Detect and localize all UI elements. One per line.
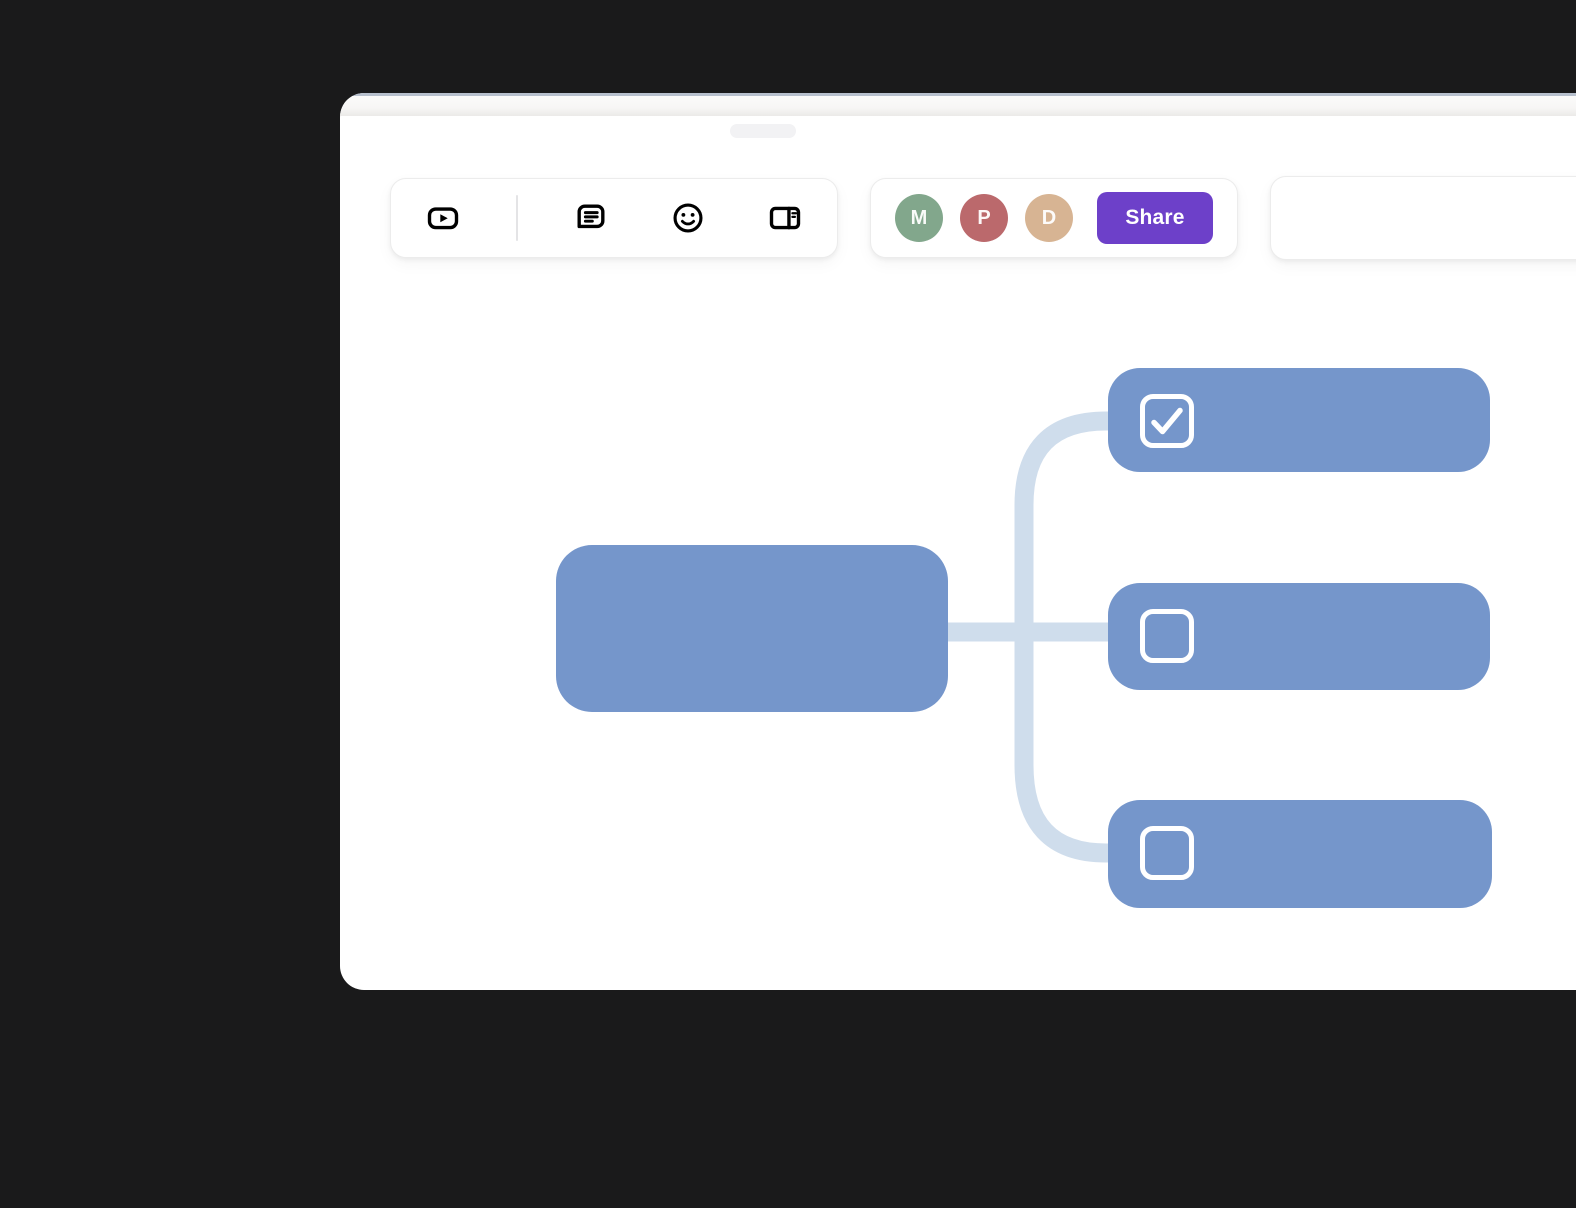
task-checkbox-checked[interactable]	[1140, 394, 1194, 448]
app-window: M P D Share	[340, 93, 1576, 990]
avatar[interactable]: P	[960, 194, 1008, 242]
mindmap-root-node[interactable]	[556, 545, 948, 712]
task-checkbox-unchecked[interactable]	[1140, 826, 1194, 880]
reactions-tool-button[interactable]	[664, 194, 712, 242]
task-checkbox-unchecked[interactable]	[1140, 609, 1194, 663]
mindmap-child-node[interactable]	[1108, 368, 1490, 472]
toolbar-divider	[516, 195, 518, 241]
editor-toolbar	[390, 178, 838, 258]
window-drag-handle	[730, 124, 796, 138]
window-top-edge	[340, 93, 1576, 96]
transcript-icon	[577, 204, 605, 229]
avatar-initial: M	[910, 206, 928, 229]
smiley-icon	[673, 203, 703, 233]
video-tool-button[interactable]	[419, 194, 467, 242]
checkmark-icon	[1151, 407, 1183, 435]
secondary-toolbar	[1270, 176, 1576, 260]
share-button[interactable]: Share	[1097, 192, 1213, 244]
mindmap-child-node[interactable]	[1108, 800, 1492, 908]
avatar-initial: P	[977, 206, 991, 229]
avatar[interactable]: D	[1025, 194, 1073, 242]
layout-panel-icon	[769, 206, 801, 230]
avatar[interactable]: M	[895, 194, 943, 242]
video-icon	[427, 207, 459, 230]
transcript-tool-button[interactable]	[567, 194, 615, 242]
collaboration-toolbar: M P D Share	[870, 178, 1238, 258]
avatar-initial: D	[1041, 206, 1057, 229]
layout-tool-button[interactable]	[761, 194, 809, 242]
mindmap-child-node[interactable]	[1108, 583, 1490, 690]
window-top-highlight	[340, 96, 1576, 116]
connector-branch-curve	[1014, 411, 1126, 863]
